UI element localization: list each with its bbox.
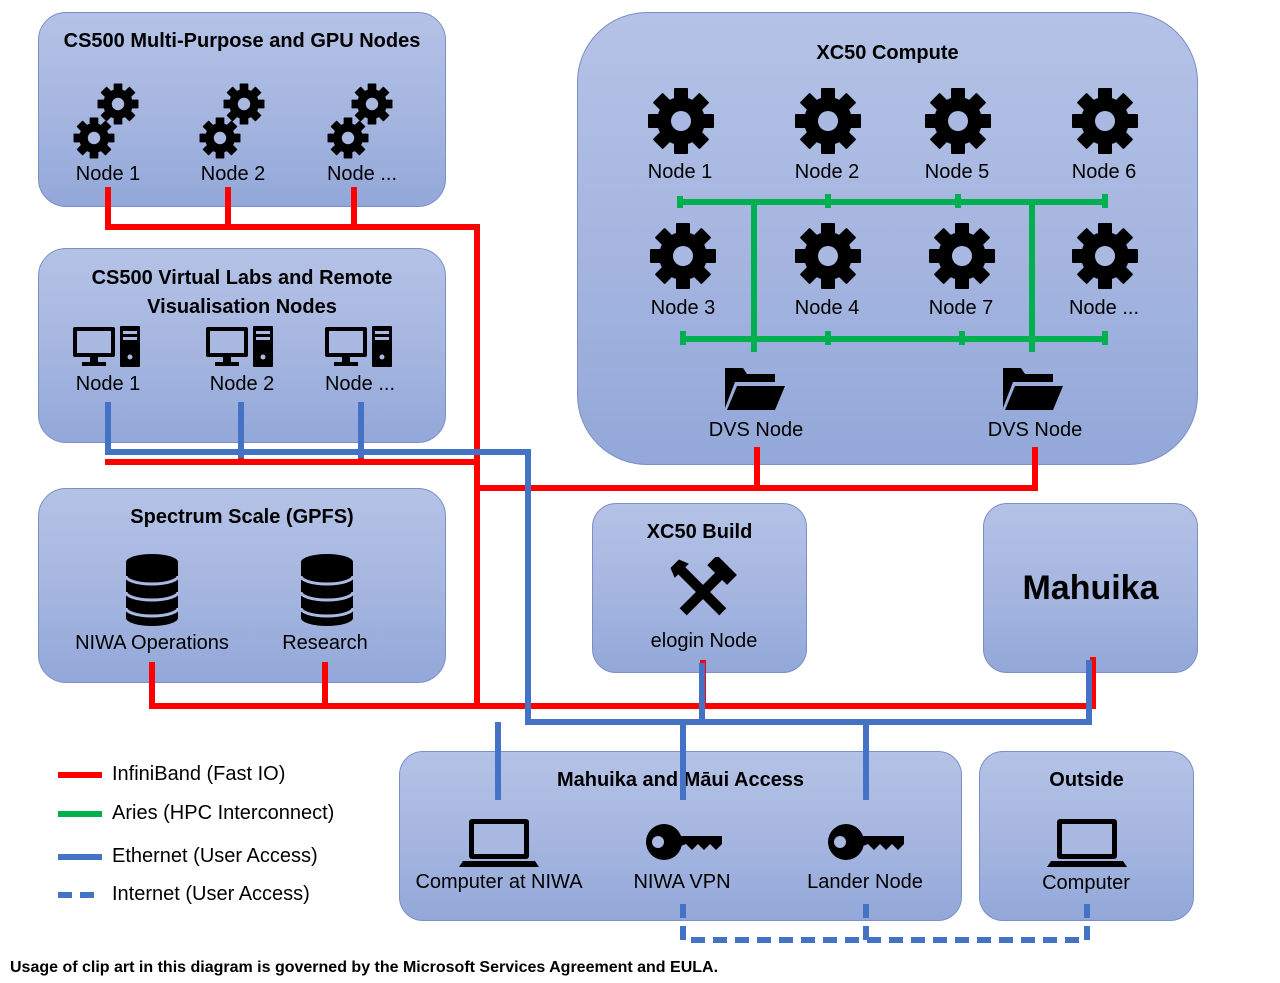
gear-icon: [925, 88, 991, 154]
mahuika-title: Mahuika: [1022, 569, 1159, 607]
ethernet-links: [105, 402, 1092, 800]
folder-icon: [725, 368, 785, 410]
compute-node-label: Node 7: [928, 297, 994, 319]
access-item-label: Computer at NIWA: [415, 871, 583, 893]
laptop-icon: [1047, 819, 1127, 867]
gear-icon: [1072, 223, 1138, 289]
gear-icon: [327, 83, 393, 159]
infiniband-links: [105, 187, 1096, 709]
outside-title: Outside: [1049, 769, 1124, 791]
compute-node-label: Node 3: [650, 297, 716, 319]
mahuika-panel: Mahuika: [983, 503, 1198, 673]
compute-node-label: Node 6: [1071, 161, 1137, 183]
cs500-vlab-title-line2: Visualisation Nodes: [147, 296, 337, 318]
gear-icon: [648, 88, 714, 154]
key-icon: [646, 824, 722, 860]
compute-node-label: Node 1: [647, 161, 713, 183]
vlab-node-label: Node 1: [75, 373, 141, 395]
internet-links: [680, 904, 1090, 943]
access-item-label: NIWA VPN: [633, 871, 731, 893]
clipart-usage-notice: Usage of clip art in this diagram is gov…: [10, 959, 719, 976]
database-icon: [124, 553, 180, 627]
gear-icon: [650, 223, 716, 289]
database-icon: [299, 553, 355, 627]
folder-icon: [1003, 368, 1063, 410]
cs500-vlab-title-line1: CS500 Virtual Labs and Remote: [91, 267, 393, 289]
compute-node-label: Node ...: [1068, 297, 1140, 319]
vlab-node-label: Node ...: [324, 373, 396, 395]
spectrum-panel: Spectrum Scale (GPFS): [38, 488, 446, 683]
storage-label: Research: [282, 632, 368, 654]
gear-icon: [199, 83, 265, 159]
hammer-wrench-icon: [668, 557, 737, 616]
legend-infiniband: InfiniBand (Fast IO): [112, 763, 286, 785]
desktop-computer-icon: [206, 326, 273, 367]
gear-icon: [1072, 88, 1138, 154]
outside-item-label: Computer: [1042, 872, 1130, 894]
compute-node-label: Node 2: [794, 161, 860, 183]
cs500-gpu-title: CS500 Multi-Purpose and GPU Nodes: [63, 30, 421, 52]
gear-icon: [795, 223, 861, 289]
laptop-icon: [459, 819, 539, 867]
gpu-node-label: Node ...: [326, 163, 398, 185]
xc50-build-title: XC50 Build: [646, 521, 753, 543]
storage-label: NIWA Operations: [75, 632, 229, 654]
elogin-node-label: elogin Node: [650, 630, 758, 652]
access-item-label: Lander Node: [807, 871, 923, 893]
desktop-computer-icon: [325, 326, 392, 367]
vlab-node-label: Node 2: [209, 373, 275, 395]
dvs-node-label: DVS Node: [987, 419, 1083, 441]
compute-node-label: Node 5: [924, 161, 990, 183]
spectrum-title: Spectrum Scale (GPFS): [130, 506, 354, 528]
gpu-node-label: Node 2: [200, 163, 266, 185]
compute-node-label: Node 4: [794, 297, 860, 319]
legend-internet: Internet (User Access): [112, 883, 310, 905]
gear-icon: [73, 83, 139, 159]
gear-icon: [795, 88, 861, 154]
legend-ethernet: Ethernet (User Access): [112, 845, 318, 867]
dvs-node-label: DVS Node: [708, 419, 804, 441]
key-icon: [828, 824, 904, 860]
aries-links: [677, 194, 1108, 352]
xc50-compute-title: XC50 Compute: [816, 42, 959, 64]
gpu-node-label: Node 1: [75, 163, 141, 185]
desktop-computer-icon: [73, 326, 140, 367]
legend-aries: Aries (HPC Interconnect): [112, 802, 335, 824]
gear-icon: [929, 223, 995, 289]
